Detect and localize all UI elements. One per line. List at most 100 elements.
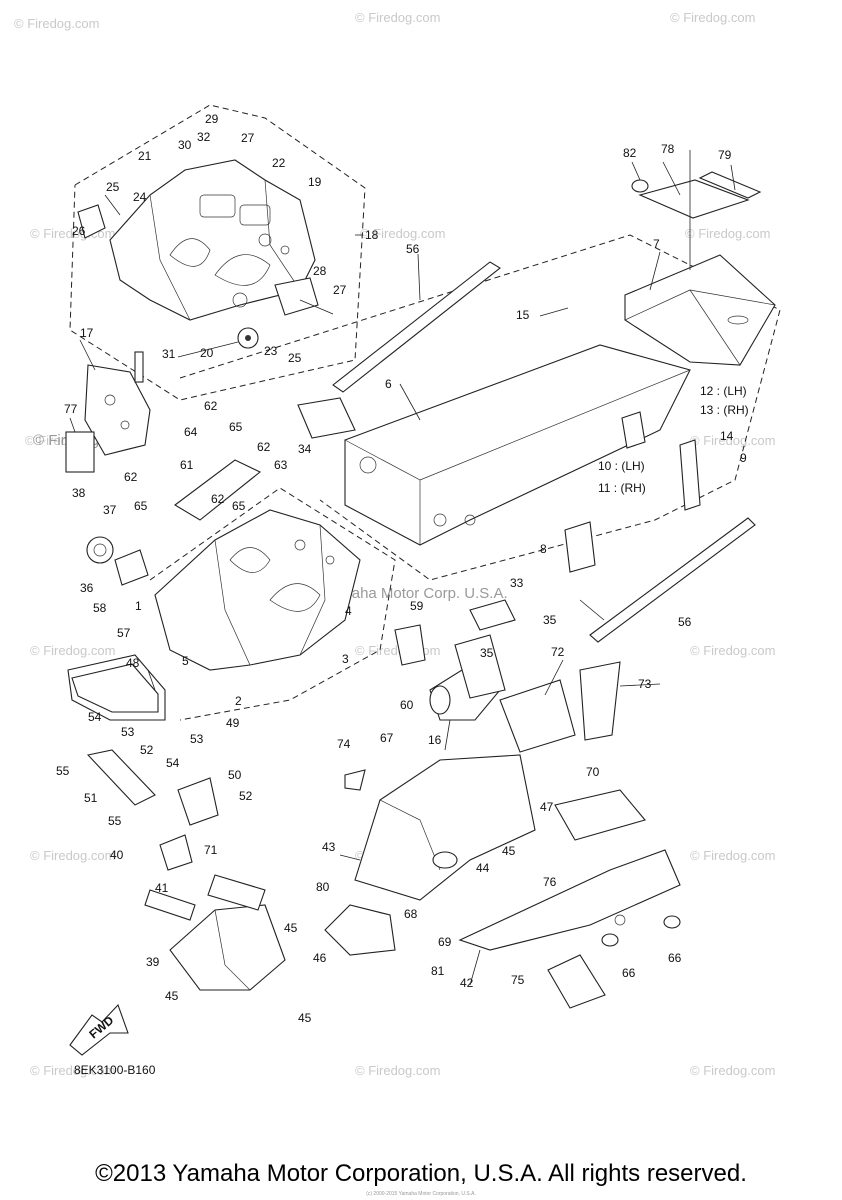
callout-58: 58: [93, 601, 107, 615]
callout-31: 31: [162, 347, 176, 361]
callout-45: 45: [502, 844, 516, 858]
callout-75: 75: [511, 973, 525, 987]
callout-24: 24: [133, 190, 147, 204]
reservoir-16: [394, 624, 506, 721]
callout-45b: 45: [284, 921, 298, 935]
callout-21: 21: [138, 149, 152, 163]
watermark: © Firedog.com: [355, 10, 440, 25]
plate-34: [297, 397, 356, 439]
strip-41: [144, 889, 196, 921]
callout-61: 61: [180, 458, 194, 472]
bracket-12-13: [621, 411, 646, 449]
upper-subframe: [77, 159, 319, 349]
callout-14: 14: [720, 429, 734, 443]
callout-72: 72: [551, 645, 565, 659]
lower-pan-42: [458, 849, 681, 951]
callout-60: 60: [400, 698, 414, 712]
callout-69: 69: [438, 935, 452, 949]
callout-39: 39: [146, 955, 160, 969]
callout-50: 50: [228, 768, 242, 782]
flange-36-37: [86, 536, 149, 586]
callout-56: 56: [406, 242, 420, 256]
skid-plate-39: [144, 874, 286, 991]
callout-35b: 35: [480, 646, 494, 660]
callout-82: 82: [623, 146, 637, 160]
cap-66b: [663, 915, 681, 929]
callout-67: 67: [380, 731, 394, 745]
bracket-71: [207, 874, 266, 911]
callout-62c: 62: [124, 470, 138, 484]
callout-25b: 25: [288, 351, 302, 365]
leader-lines: [69, 150, 736, 986]
callout-53b: 53: [190, 732, 204, 746]
callout-59: 59: [410, 599, 424, 613]
fwd-arrow: FWD: [69, 1003, 129, 1056]
callout-16: 16: [428, 733, 442, 747]
decals: [631, 171, 762, 219]
assembly-outlines: [69, 104, 781, 721]
callout-27b: 27: [333, 283, 347, 297]
panel-80: [324, 904, 396, 956]
callout-17: 17: [80, 326, 94, 340]
callout-47: 47: [540, 800, 554, 814]
callout-62d: 62: [211, 492, 225, 506]
callout-66b: 66: [668, 951, 682, 965]
callout-53: 53: [121, 725, 135, 739]
callout-33: 33: [510, 576, 524, 590]
callout-48: 48: [126, 656, 140, 670]
tunnel-assembly-outline: [179, 234, 781, 581]
callout-42: 42: [460, 976, 474, 990]
callout-79: 79: [718, 148, 732, 162]
cap-66: [601, 933, 619, 947]
callout-52b: 52: [239, 789, 253, 803]
callout-34: 34: [298, 442, 312, 456]
cover-7: [624, 254, 776, 366]
callout-65b: 65: [134, 499, 148, 513]
bracket-61: [174, 459, 262, 521]
cap-82: [631, 179, 649, 193]
callout-18: 18: [365, 228, 379, 242]
callout-30: 30: [178, 138, 192, 152]
side-panel-70: [554, 789, 646, 841]
callout-6: 6: [385, 377, 392, 391]
callout-52: 52: [140, 743, 154, 757]
panel-72: [499, 679, 576, 753]
callout-55b: 55: [108, 814, 122, 828]
callout-68: 68: [404, 907, 418, 921]
fine-print: (c) 2000-2015 Yamaha Motor Corporation, …: [366, 1191, 476, 1197]
callout-73: 73: [638, 677, 652, 691]
callout-65: 65: [229, 420, 243, 434]
callout-4: 4: [345, 604, 352, 618]
bracket-10-11: [679, 439, 701, 511]
watermark: © Firedog.com: [685, 226, 770, 241]
callout-54b: 54: [166, 756, 180, 770]
bracket-50: [177, 777, 219, 826]
callout-43: 43: [322, 840, 336, 854]
callout-78: 78: [661, 142, 675, 156]
callout-20: 20: [200, 346, 214, 360]
callout-5: 5: [182, 654, 189, 668]
callout-45d: 45: [298, 1011, 312, 1025]
callout-7: 7: [653, 237, 660, 251]
label-77: [65, 431, 95, 473]
bracket-60: [454, 634, 506, 699]
callout-41: 41: [155, 881, 169, 895]
bracket-40: [159, 834, 193, 871]
callout-28: 28: [313, 264, 327, 278]
panel-73: [579, 661, 621, 741]
callout-44: 44: [476, 861, 490, 875]
callout-35: 35: [543, 613, 557, 627]
callout-80: 80: [316, 880, 330, 894]
callout-27: 27: [241, 131, 255, 145]
watermark: © Firedog.com: [690, 848, 775, 863]
decal-78: [638, 179, 750, 219]
callout-65c: 65: [232, 499, 246, 513]
frame-assembly-outline: [149, 487, 396, 721]
plate-33: [469, 599, 516, 631]
callout-9: 9: [740, 451, 747, 465]
callout-1: 1: [135, 599, 142, 613]
callout-12: 12 : (LH): [700, 384, 747, 398]
watermark: © Firedog.com: [690, 433, 775, 448]
copyright-notice: ©2013 Yamaha Motor Corporation, U.S.A. A…: [95, 1160, 747, 1187]
